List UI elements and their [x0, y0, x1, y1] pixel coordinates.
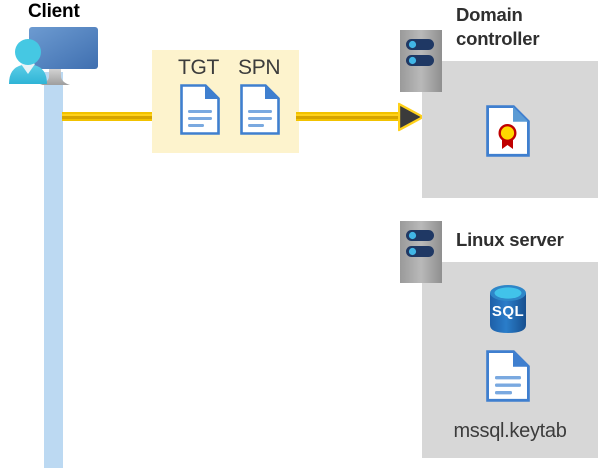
- spn-document-icon: [240, 84, 280, 135]
- domain-controller-title-line2: controller: [456, 28, 540, 49]
- client-workstation-icon: [6, 26, 98, 88]
- spn-label: SPN: [238, 56, 281, 79]
- keytab-document-icon: [486, 350, 530, 402]
- sql-database-icon: SQL: [484, 283, 532, 335]
- tgt-label: TGT: [178, 56, 220, 79]
- flow-line-right: [296, 112, 402, 121]
- domain-controller-title-line1: Domain: [456, 4, 523, 25]
- page-title-linux-server: Linux server: [456, 229, 564, 250]
- keytab-filename-label: mssql.keytab: [453, 420, 567, 442]
- certificate-document-icon: [486, 105, 530, 157]
- arrow-right-icon: [397, 102, 425, 132]
- page-title-client: Client: [28, 1, 80, 22]
- linux-server-server-rack-icon: [400, 221, 442, 283]
- tgt-document-icon: [180, 84, 220, 135]
- svg-text:SQL: SQL: [492, 303, 524, 320]
- client-lifeline: [44, 72, 63, 468]
- page-title-domain-controller: Domain controller: [456, 3, 540, 51]
- domain-controller-server-rack-icon: [400, 30, 442, 92]
- flow-line-left: [62, 112, 154, 121]
